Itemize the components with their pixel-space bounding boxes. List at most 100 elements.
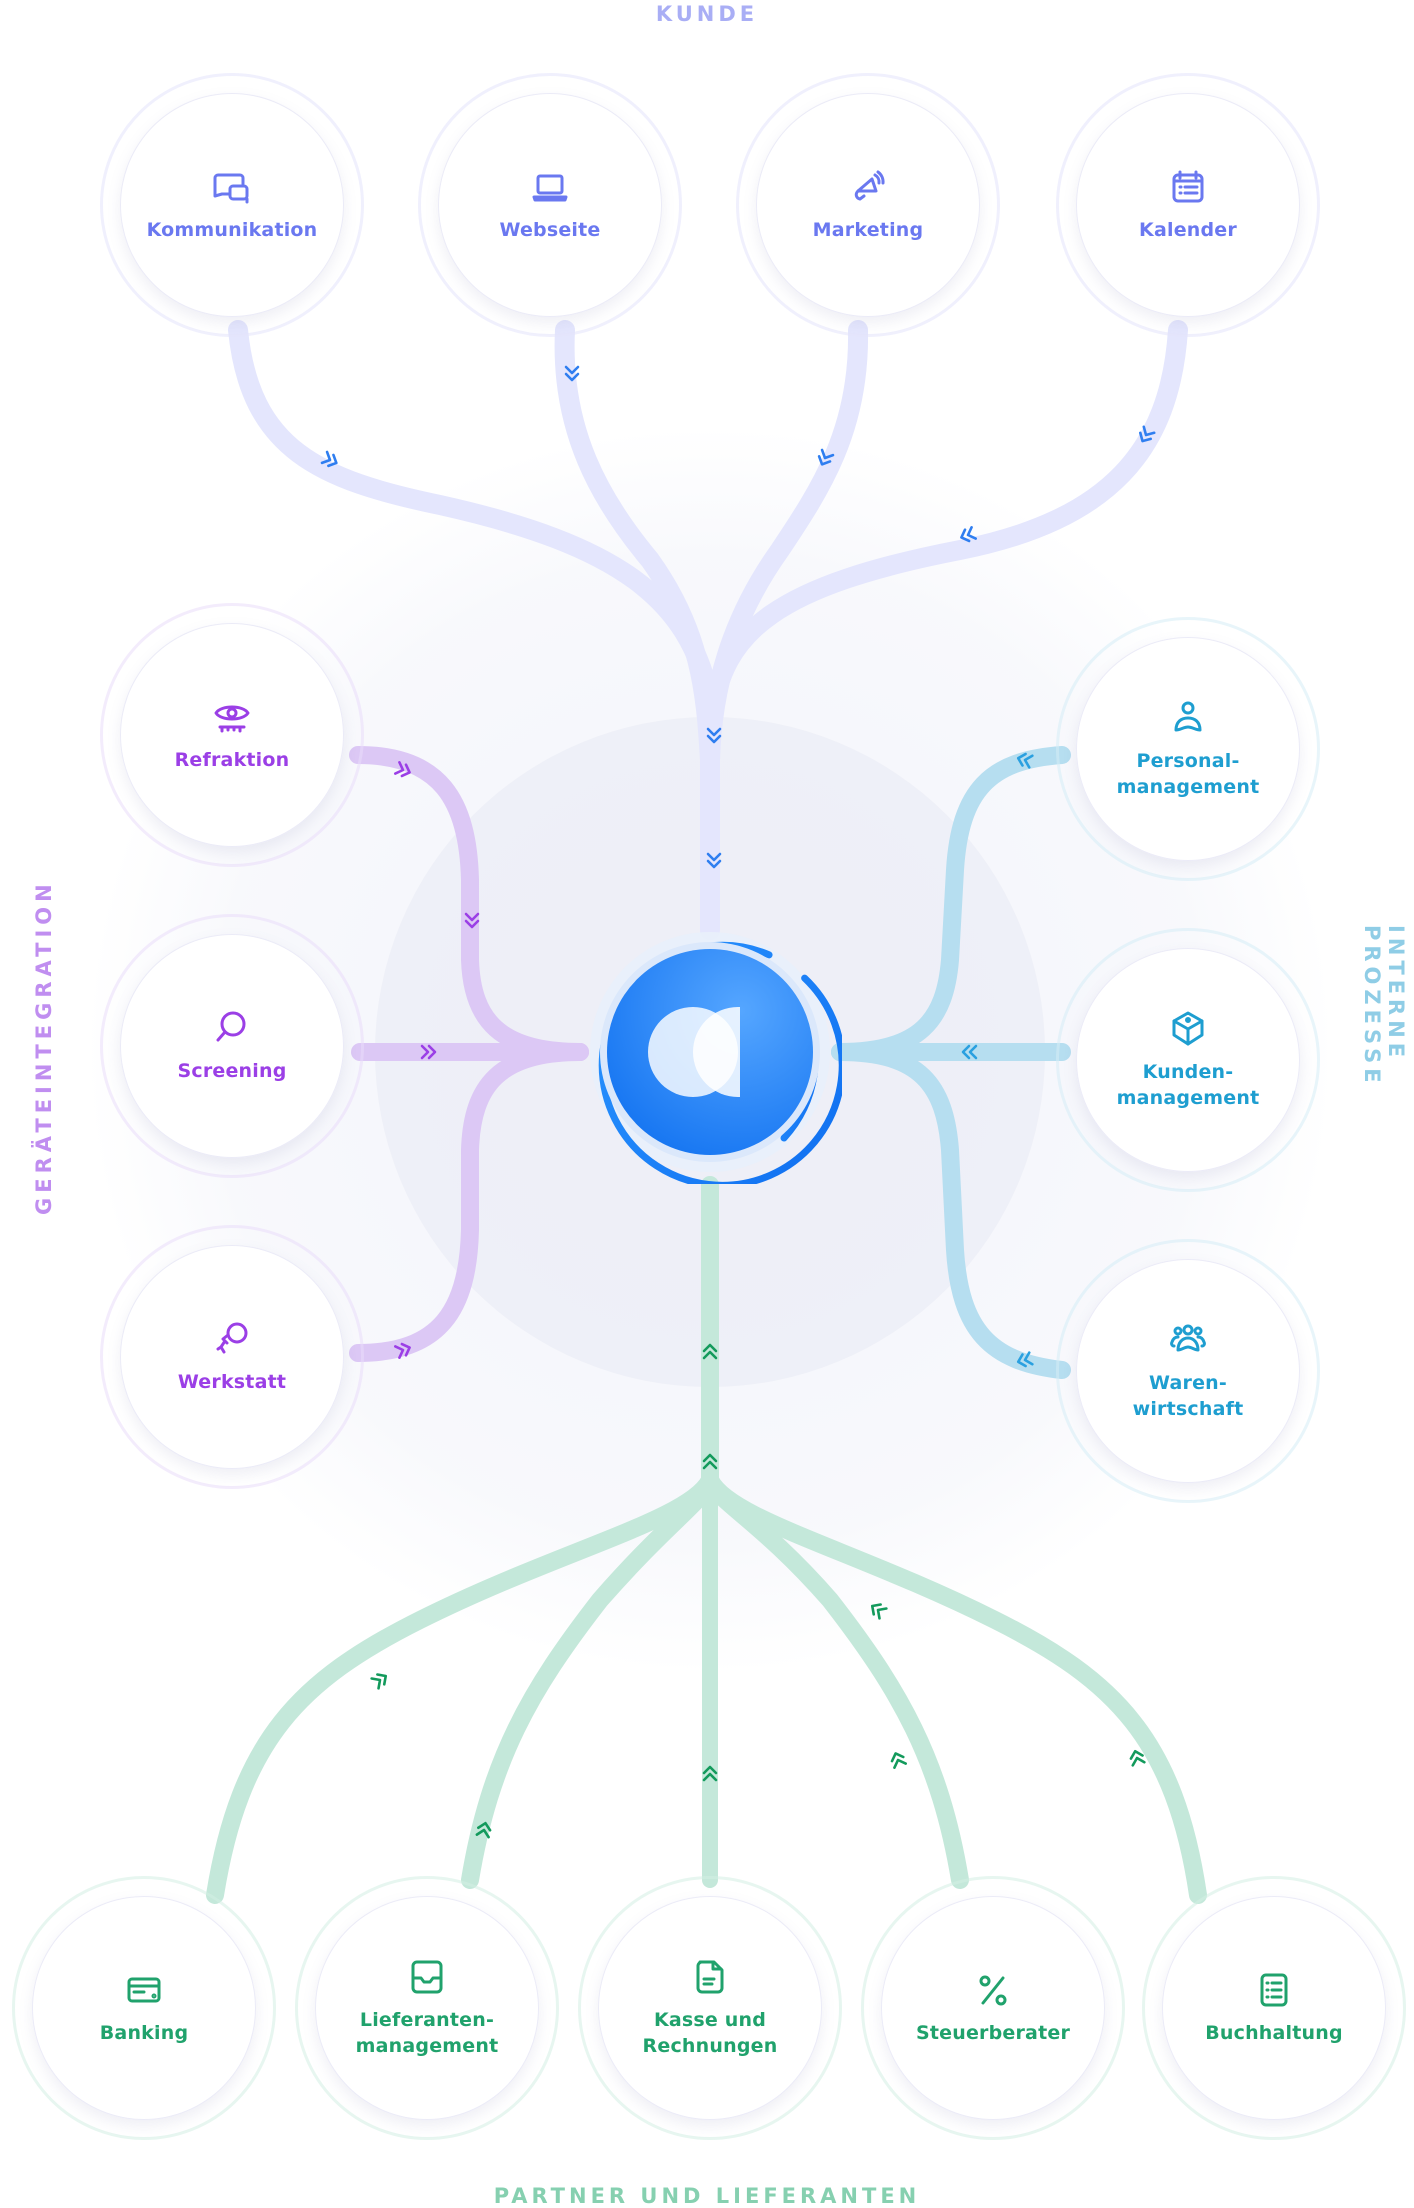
node-werkstatt[interactable]: Werkstatt [100,1225,364,1489]
node-ring [1056,928,1320,1192]
node-disc [1076,948,1300,1172]
node-content: Banking [100,1970,189,2046]
node-content: Refraktion [175,697,290,773]
node-disc [438,93,662,317]
arrow-icon [960,526,977,543]
node-content: Kalender [1139,167,1237,243]
node-banking[interactable]: Banking [12,1876,276,2140]
percent-icon [979,1975,1007,2006]
node-ring [578,1876,842,2140]
section-title-kunde: KUNDE [655,2,759,26]
node-label: Kunden- management [1116,1061,1260,1109]
tool-icon [216,1322,248,1354]
node-content: Lieferanten- management [356,1957,499,2059]
connector-personalmanagement [831,746,1071,1061]
node-ring [736,73,1000,337]
node-disc [120,1245,344,1469]
node-ring [1056,617,1320,881]
connector-werkstatt [349,1043,589,1362]
node-webseite[interactable]: Webseite [418,73,682,337]
node-content: Marketing [813,167,924,243]
connector-kalender [702,320,1188,730]
node-content: Werkstatt [178,1319,286,1395]
arrow-icon [890,1752,907,1769]
section-title-geraeteintegration: GERÄTEINTEGRATION [32,879,56,1215]
node-marketing[interactable]: Marketing [736,73,1000,337]
connector-lieferantenmanagement [461,1471,719,1889]
node-label: Kalender [1139,219,1237,241]
arrow-icon [702,1343,718,1360]
node-label: Lieferanten- management [355,2009,499,2057]
connector-warenwirtschaft [831,1043,1071,1379]
node-content: Personal- management [1117,698,1260,800]
connector-banking [206,1471,719,1904]
node-disc [1076,637,1300,861]
node-disc [315,1896,539,2120]
node-waren-wirtschaft[interactable]: Waren- wirtschaft [1056,1239,1320,1503]
arrow-icon [706,727,722,744]
node-kalender[interactable]: Kalender [1056,73,1320,337]
node-kunden-management[interactable]: Kunden- management [1056,928,1320,1192]
arrow-icon [1139,425,1156,443]
section-title-partner: PARTNER UND LIEFERANTEN [493,2184,921,2208]
list-icon [1260,1973,1288,2007]
arrow-icon [370,1673,388,1690]
node-screening[interactable]: Screening [100,914,364,1178]
node-disc [120,623,344,847]
node-label: Banking [99,2022,189,2044]
arrow-icon [870,1603,888,1620]
arrow-icon [320,450,338,468]
arrow-icon [817,448,835,466]
logo-icon [590,932,846,1189]
connector-refraktion [349,746,589,1061]
node-content: Waren- wirtschaft [1133,1320,1244,1422]
node-disc [1076,1259,1300,1483]
node-steuerberater[interactable]: Steuerberater [861,1876,1125,2140]
app-logo-hub[interactable] [578,920,846,1189]
credit-card-icon [127,1977,161,2003]
node-ring [295,1876,559,2140]
connector-buchhaltung [701,1471,1207,1904]
node-ring [100,1225,364,1489]
node-ring [1056,1239,1320,1503]
arrow-icon [1016,752,1034,769]
node-lieferanten-management[interactable]: Lieferanten- management [295,1876,559,2140]
node-label: Steuerberater [915,2022,1071,2044]
user-icon [1174,701,1202,732]
node-content: Kunden- management [1117,1009,1260,1111]
node-refraktion[interactable]: Refraktion [100,603,364,867]
node-kommunikation[interactable]: Kommunikation [100,73,364,337]
connector-steuerberater [701,1471,969,1889]
node-personal-management[interactable]: Personal- management [1056,617,1320,881]
node-content: Kommunikation [147,167,318,243]
arrow-icon [394,1342,411,1359]
node-disc [598,1896,822,2120]
node-disc [120,934,344,1158]
node-label: Marketing [812,219,924,241]
box-icon [1172,1011,1204,1046]
node-content: Screening [177,1008,286,1084]
node-buchhaltung[interactable]: Buchhaltung [1142,1876,1406,2140]
node-label: Webseite [499,219,601,241]
connector-marketing [700,320,869,770]
node-content: Buchhaltung [1205,1970,1343,2046]
megaphone-icon [854,170,885,201]
arrow-icon [1129,1749,1146,1767]
node-content: Webseite [499,167,600,243]
inbox-icon [411,1960,443,1994]
node-disc [881,1896,1105,2120]
laptop-icon [532,174,568,202]
arrow-icon [394,761,411,778]
node-ring [418,73,682,337]
node-disc [32,1896,256,2120]
node-kasse-und-rechnungen[interactable]: Kasse und Rechnungen [578,1876,842,2140]
node-disc [756,93,980,317]
connector-webseite [554,320,720,770]
search-icon [216,1011,246,1042]
arrow-icon [706,852,722,869]
node-ring [1056,73,1320,337]
node-content: Kasse und Rechnungen [643,1957,778,2059]
node-disc [120,93,344,317]
